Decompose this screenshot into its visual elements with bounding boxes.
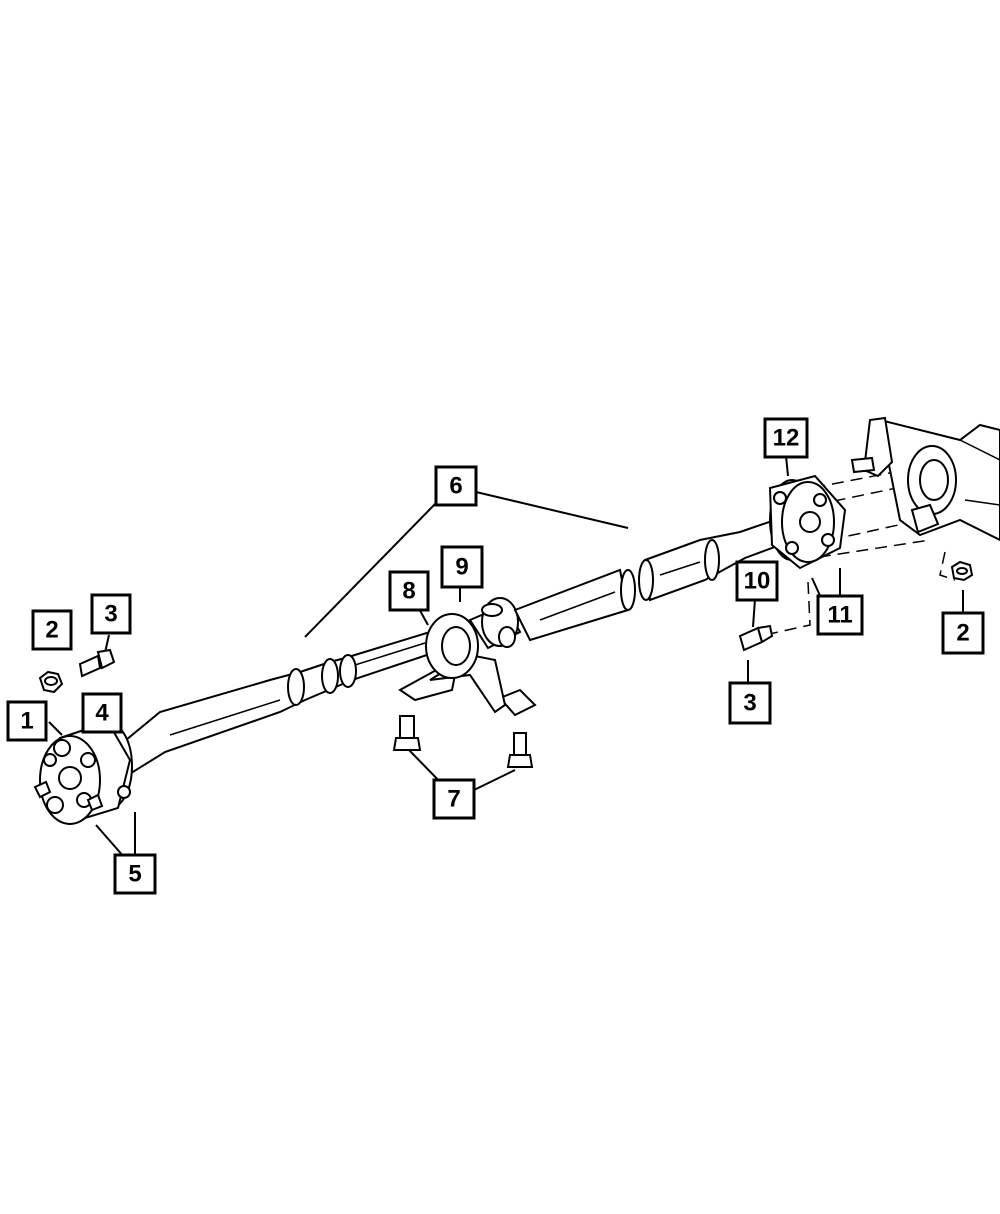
callout-8-label: 8 — [402, 578, 415, 605]
callout-1: 1 — [6, 700, 48, 742]
rear-nut — [950, 560, 974, 582]
callout-5: 5 — [113, 853, 157, 895]
rear-driveshaft-tube — [513, 518, 782, 642]
callout-12: 12 — [763, 417, 809, 459]
front-bolt — [78, 648, 116, 678]
center-bearing — [398, 597, 537, 717]
callout-2-right: 2 — [941, 611, 985, 655]
rear-axle-housing — [850, 416, 1000, 542]
callout-2-left-label: 2 — [45, 617, 58, 644]
callout-8: 8 — [388, 570, 430, 612]
center-bolt-right — [506, 732, 534, 768]
callout-11-label: 11 — [827, 602, 852, 629]
callout-12-label: 12 — [773, 425, 800, 452]
callout-4: 4 — [81, 692, 123, 734]
front-flex-coupling — [33, 720, 133, 825]
callout-10-label: 10 — [744, 568, 771, 595]
center-bolt-left — [392, 715, 422, 751]
callout-4-label: 4 — [95, 700, 109, 727]
callout-9: 9 — [440, 545, 484, 589]
callout-7: 7 — [432, 778, 476, 820]
callout-2-right-label: 2 — [956, 620, 969, 647]
callout-3-left: 3 — [90, 593, 132, 635]
rear-bolt — [738, 624, 774, 652]
callout-5-label: 5 — [128, 861, 141, 888]
callout-6-label: 6 — [449, 473, 462, 500]
callout-3-right-label: 3 — [743, 690, 756, 717]
callout-10: 10 — [735, 560, 779, 602]
leader-lines — [48, 455, 964, 858]
callout-7-label: 7 — [447, 786, 460, 813]
callout-1-label: 1 — [20, 708, 33, 735]
front-nut — [38, 670, 64, 694]
callout-2-left: 2 — [31, 609, 73, 651]
rear-flex-coupling — [768, 474, 847, 570]
callout-9-label: 9 — [455, 554, 468, 581]
callout-11: 11 — [816, 594, 864, 636]
callout-3-right: 3 — [728, 681, 772, 725]
front-driveshaft-tube — [118, 630, 438, 777]
callout-6: 6 — [434, 465, 478, 507]
callout-3-left-label: 3 — [104, 601, 117, 628]
